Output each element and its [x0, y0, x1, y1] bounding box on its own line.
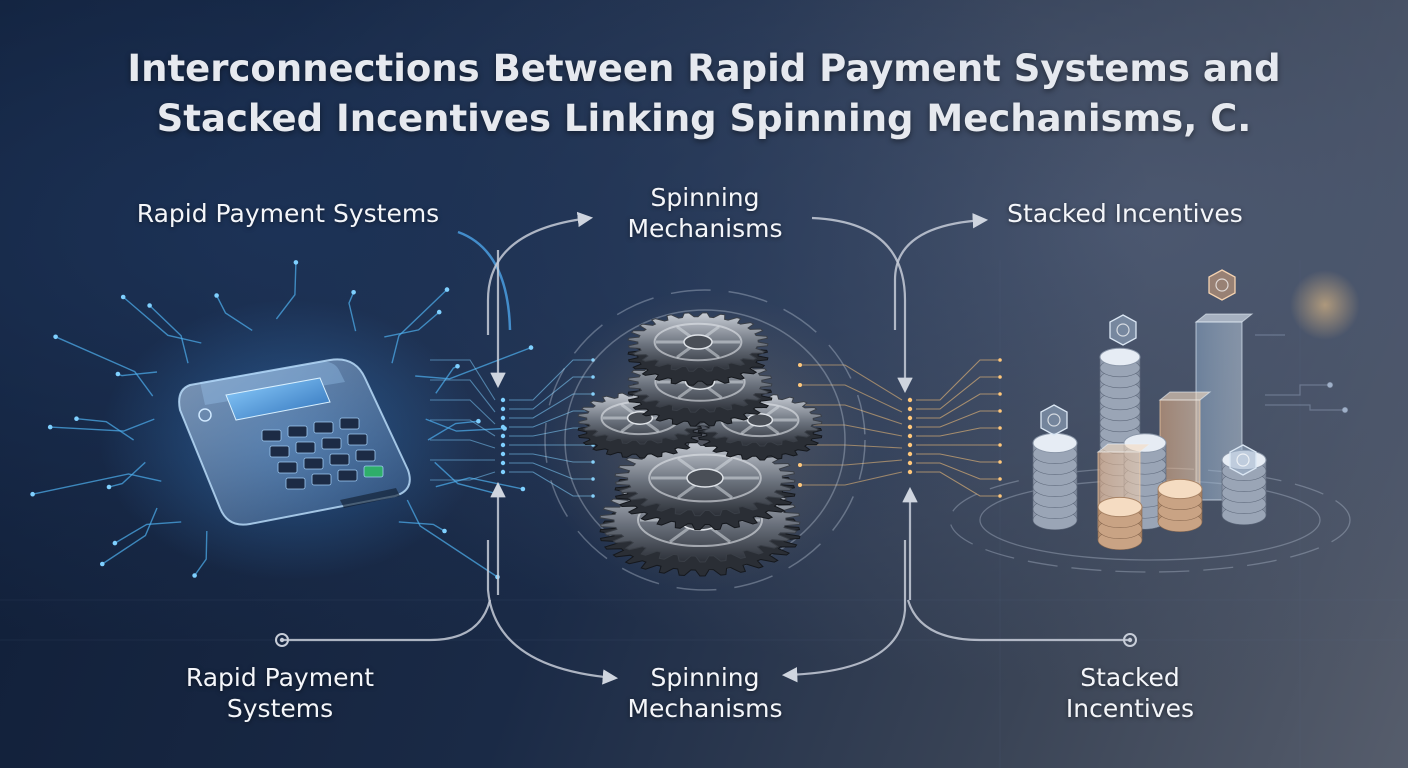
label-rapid-payment-top: Rapid Payment Systems [118, 198, 458, 229]
label-spinning-top: Spinning Mechanisms [590, 182, 820, 244]
label-text: Incentives [1030, 693, 1230, 724]
label-text: Systems [160, 693, 400, 724]
label-text: Rapid Payment [160, 662, 400, 693]
label-text: Rapid Payment Systems [118, 198, 458, 229]
coin-stack-chart-icon [1033, 270, 1266, 550]
title-line-2: Stacked Incentives Linking Spinning Mech… [0, 94, 1408, 144]
circuit-right [1255, 335, 1348, 413]
label-stacked-bottom: Stacked Incentives [1030, 662, 1230, 724]
arrow-to-stacked-top [895, 220, 985, 330]
title-line-1: Interconnections Between Rapid Payment S… [0, 44, 1408, 94]
arrow-to-spinning-bottom [488, 540, 615, 678]
label-text: Stacked Incentives [985, 198, 1265, 229]
arrow-to-spinning-top [488, 218, 590, 335]
diagram-title: Interconnections Between Rapid Payment S… [0, 44, 1408, 144]
label-rapid-payment-bottom: Rapid Payment Systems [160, 662, 400, 724]
label-text: Mechanisms [590, 693, 820, 724]
label-text: Mechanisms [590, 213, 820, 244]
label-stacked-top: Stacked Incentives [985, 198, 1265, 229]
label-spinning-bottom: Spinning Mechanisms [590, 662, 820, 724]
label-text: Spinning [590, 662, 820, 693]
label-text: Spinning [590, 182, 820, 213]
label-text: Stacked [1030, 662, 1230, 693]
